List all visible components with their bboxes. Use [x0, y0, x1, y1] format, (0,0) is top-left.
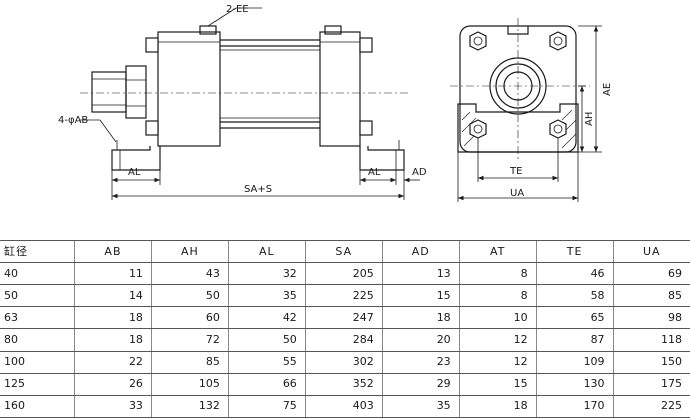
table-cell: 10 — [458, 306, 537, 330]
table-cell: 8 — [458, 261, 537, 286]
table-cell: 170 — [535, 394, 614, 419]
table-cell: 58 — [535, 284, 614, 308]
table-cell: 50 — [227, 328, 306, 352]
table-row: 80 18 72 50 284 20 12 87 118 — [0, 328, 690, 352]
header-sa: SA — [304, 240, 383, 263]
table-cell: 225 — [304, 284, 383, 308]
table-row: 160 33 132 75 403 35 18 170 225 — [0, 394, 690, 419]
end-view — [450, 18, 602, 202]
table-cell: 302 — [304, 350, 383, 374]
table-cell: 66 — [227, 372, 306, 396]
table-cell: 65 — [535, 306, 614, 330]
label-mount-holes: 4-φAB — [58, 115, 88, 126]
table-cell: 85 — [612, 284, 690, 308]
table-cell: 75 — [227, 394, 306, 419]
table-cell: 109 — [535, 350, 614, 374]
table-row: 50 14 50 35 225 15 8 58 85 — [0, 284, 690, 308]
table-cell: 18 — [74, 328, 152, 352]
table-cell: 225 — [612, 394, 690, 419]
table-row: 100 22 85 55 302 23 12 109 150 — [0, 350, 690, 374]
table-cell: 15 — [458, 372, 537, 396]
table-cell: 284 — [304, 328, 383, 352]
table-cell: 50 — [150, 284, 229, 308]
header-ah: AH — [150, 240, 229, 263]
table-cell: 205 — [304, 261, 383, 286]
table-cell: 46 — [535, 261, 614, 286]
table-cell: 352 — [304, 372, 383, 396]
table-cell: 12 — [458, 350, 537, 374]
table-cell: 26 — [74, 372, 152, 396]
cylinder-dimension-drawing: 2-EE 4-φAB AL AL AD SA+S AE AH TE UA — [58, 4, 613, 202]
table-cell: 42 — [227, 306, 306, 330]
table-cell: 18 — [74, 306, 152, 330]
label-ah: AH — [584, 112, 595, 126]
table-cell: 100 — [0, 350, 75, 374]
table-header-row: 缸径 AB AH AL SA AD AT TE UA — [0, 240, 690, 263]
table-cell: 55 — [227, 350, 306, 374]
header-at: AT — [458, 240, 537, 263]
table-cell: 40 — [0, 261, 75, 286]
table-cell: 43 — [150, 261, 229, 286]
header-ad: AD — [381, 240, 460, 263]
table-cell: 125 — [0, 372, 75, 396]
table-cell: 175 — [612, 372, 690, 396]
side-view — [80, 7, 420, 200]
table-cell: 50 — [0, 284, 75, 308]
table-cell: 14 — [74, 284, 152, 308]
table-cell: 60 — [150, 306, 229, 330]
table-cell: 105 — [150, 372, 229, 396]
label-ae: AE — [602, 83, 613, 96]
table-cell: 29 — [381, 372, 460, 396]
table-cell: 20 — [381, 328, 460, 352]
label-sa-s: SA+S — [244, 184, 272, 195]
table-cell: 35 — [227, 284, 306, 308]
table-cell: 12 — [458, 328, 537, 352]
table-cell: 18 — [458, 394, 537, 419]
label-te: TE — [509, 166, 522, 177]
table-cell: 403 — [304, 394, 383, 419]
table-cell: 98 — [612, 306, 690, 330]
label-al-left: AL — [128, 167, 141, 178]
table-cell: 23 — [381, 350, 460, 374]
table-cell: 22 — [74, 350, 152, 374]
table-cell: 69 — [612, 261, 690, 286]
table-cell: 132 — [150, 394, 229, 419]
table-cell: 13 — [381, 261, 460, 286]
header-ab: AB — [74, 240, 152, 263]
table-cell: 15 — [381, 284, 460, 308]
dimension-table: 缸径 AB AH AL SA AD AT TE UA 40 11 43 32 2… — [0, 240, 690, 419]
table-cell: 63 — [0, 306, 75, 330]
table-cell: 32 — [227, 261, 306, 286]
header-te: TE — [535, 240, 614, 263]
table-cell: 72 — [150, 328, 229, 352]
label-al-right: AL — [368, 167, 381, 178]
table-row: 40 11 43 32 205 13 8 46 69 — [0, 261, 690, 286]
header-al: AL — [227, 240, 306, 263]
table-cell: 11 — [74, 261, 152, 286]
table-cell: 160 — [0, 394, 75, 419]
header-bore: 缸径 — [0, 240, 75, 263]
table-cell: 35 — [381, 394, 460, 419]
table-cell: 247 — [304, 306, 383, 330]
table-row: 125 26 105 66 352 29 15 130 175 — [0, 372, 690, 396]
table-cell: 118 — [612, 328, 690, 352]
table-cell: 18 — [381, 306, 460, 330]
label-ports: 2-EE — [226, 4, 249, 15]
table-cell: 33 — [74, 394, 152, 419]
label-ua: UA — [510, 188, 524, 199]
table-cell: 130 — [535, 372, 614, 396]
table-cell: 8 — [458, 284, 537, 308]
label-ad: AD — [412, 167, 427, 178]
header-ua: UA — [612, 240, 690, 263]
table-cell: 87 — [535, 328, 614, 352]
table-cell: 80 — [0, 328, 75, 352]
table-cell: 150 — [612, 350, 690, 374]
table-row: 63 18 60 42 247 18 10 65 98 — [0, 306, 690, 330]
table-cell: 85 — [150, 350, 229, 374]
